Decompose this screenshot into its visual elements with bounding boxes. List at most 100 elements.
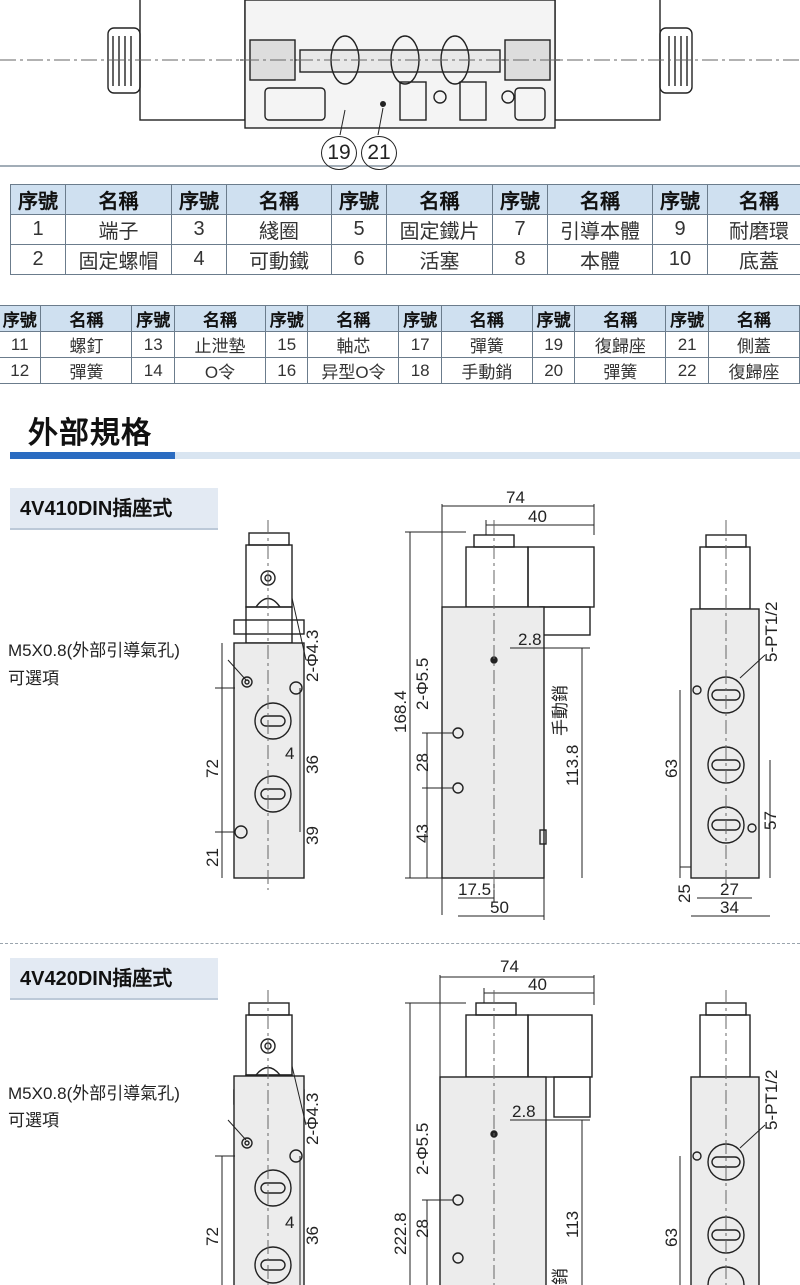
part-name: O令	[173, 357, 266, 384]
part-no: 9	[652, 214, 708, 245]
part-name: 側蓋	[707, 331, 800, 358]
model-tab-4v420: 4V420DIN插座式	[10, 958, 218, 1000]
dim-hole-4v410-left: 2-Φ4.3	[303, 630, 322, 682]
header-name: 名稱	[226, 184, 332, 215]
dim-port: 5-PT1/2	[762, 1070, 781, 1130]
part-name: 固定螺帽	[65, 244, 172, 275]
header-no: 序號	[492, 184, 548, 215]
dim-74: 74	[500, 958, 519, 976]
part-name: 軸芯	[307, 331, 400, 358]
dim-hole-4v410-mid: 2-Φ5.5	[413, 658, 432, 710]
header-no: 序號	[264, 305, 309, 332]
header-name: 名稱	[65, 184, 172, 215]
note-external-pilot: M5X0.8(外部引導氣孔)	[8, 641, 180, 660]
callout-21: 21	[361, 136, 397, 170]
drawing-4v410: 2-Φ4.3 72 4 36 39 21 74 40 2-Φ5.5 168.4 …	[203, 488, 781, 920]
header-name: 名稱	[173, 305, 266, 332]
part-no: 7	[492, 214, 548, 245]
part-name: 止泄墊	[173, 331, 266, 358]
header-name: 名稱	[386, 184, 493, 215]
dim-28: 28	[413, 1219, 432, 1238]
part-name: 彈簧	[40, 357, 133, 384]
dim-72: 72	[203, 1227, 222, 1246]
dim-168: 168.4	[391, 690, 410, 733]
note-optional: 可選項	[8, 1111, 59, 1130]
part-name: 耐磨環	[707, 214, 800, 245]
header-name: 名稱	[707, 184, 800, 215]
dim-72: 72	[203, 759, 222, 778]
header-no: 序號	[331, 184, 387, 215]
part-name: 引導本體	[547, 214, 653, 245]
dim-port: 5-PT1/2	[762, 602, 781, 662]
dim-40: 40	[528, 975, 547, 994]
dim-hole-4v420-left: 2-Φ4.3	[303, 1093, 322, 1145]
dim-25: 25	[675, 884, 694, 903]
label-manual-pin: 手動銷	[551, 685, 570, 736]
part-no: 19	[531, 331, 576, 358]
drawing-4v420: 2-Φ4.3 72 4 36 74 40 2-Φ5.5 222.8 28 2.8…	[203, 958, 781, 1285]
callout-19: 19	[321, 136, 357, 170]
part-no: 20	[531, 357, 576, 384]
title-rule-accent	[10, 452, 175, 459]
valve-cross-section	[0, 0, 800, 167]
header-name: 名稱	[574, 305, 667, 332]
dim-222: 222.8	[391, 1212, 410, 1255]
part-no: 4	[171, 244, 227, 275]
part-no: 16	[264, 357, 309, 384]
dim-4: 4	[285, 1213, 294, 1232]
part-no: 1	[10, 214, 66, 245]
header-no: 序號	[10, 184, 66, 215]
part-name: 本體	[547, 244, 653, 275]
part-no: 18	[398, 357, 442, 384]
dim-hole-4v420-mid: 2-Φ5.5	[413, 1123, 432, 1175]
dim-63: 63	[662, 1228, 681, 1247]
header-name: 名稱	[707, 305, 800, 332]
table-header-row: 序號名稱 序號名稱 序號名稱 序號名稱 序號名稱 序號名稱	[0, 305, 800, 332]
header-no: 序號	[398, 305, 442, 332]
part-no: 11	[0, 331, 42, 358]
part-no: 8	[492, 244, 548, 275]
header-no: 序號	[531, 305, 576, 332]
part-no: 22	[665, 357, 709, 384]
title-rule	[10, 452, 800, 459]
header-no: 序號	[0, 305, 42, 332]
part-name: 活塞	[386, 244, 493, 275]
dim-4: 4	[285, 744, 294, 763]
note-external-pilot: M5X0.8(外部引導氣孔)	[8, 1084, 180, 1103]
dim-113: 113.8	[563, 745, 582, 786]
dim-50: 50	[490, 898, 509, 917]
dim-57: 57	[761, 811, 780, 830]
dim-2-8: 2.8	[518, 630, 542, 649]
dim-36: 36	[303, 1226, 322, 1245]
dim-36: 36	[303, 755, 322, 774]
dim-2-8: 2.8	[512, 1102, 536, 1121]
table-header-row: 序號名稱 序號名稱 序號名稱 序號名稱 序號名稱	[10, 184, 800, 215]
dim-34: 34	[720, 898, 739, 917]
part-no: 15	[264, 331, 309, 358]
header-no: 序號	[652, 184, 708, 215]
part-no: 14	[131, 357, 175, 384]
part-name: 彈簧	[440, 331, 533, 358]
label-manual-pin: 銷	[551, 1268, 570, 1285]
part-name: 復歸座	[574, 331, 667, 358]
part-name: 固定鐵片	[386, 214, 493, 245]
note-optional: 可選項	[8, 669, 59, 688]
dim-39: 39	[303, 826, 322, 845]
dim-43: 43	[413, 824, 432, 843]
part-no: 5	[331, 214, 387, 245]
part-no: 12	[0, 357, 42, 384]
dim-28: 28	[413, 753, 432, 772]
dim-27: 27	[720, 880, 739, 899]
part-name: 彈簧	[574, 357, 667, 384]
part-name: 底蓋	[707, 244, 800, 275]
header-name: 名稱	[547, 184, 653, 215]
header-name: 名稱	[440, 305, 533, 332]
dim-21: 21	[203, 848, 222, 867]
part-no: 13	[131, 331, 175, 358]
part-name: 螺釘	[40, 331, 133, 358]
